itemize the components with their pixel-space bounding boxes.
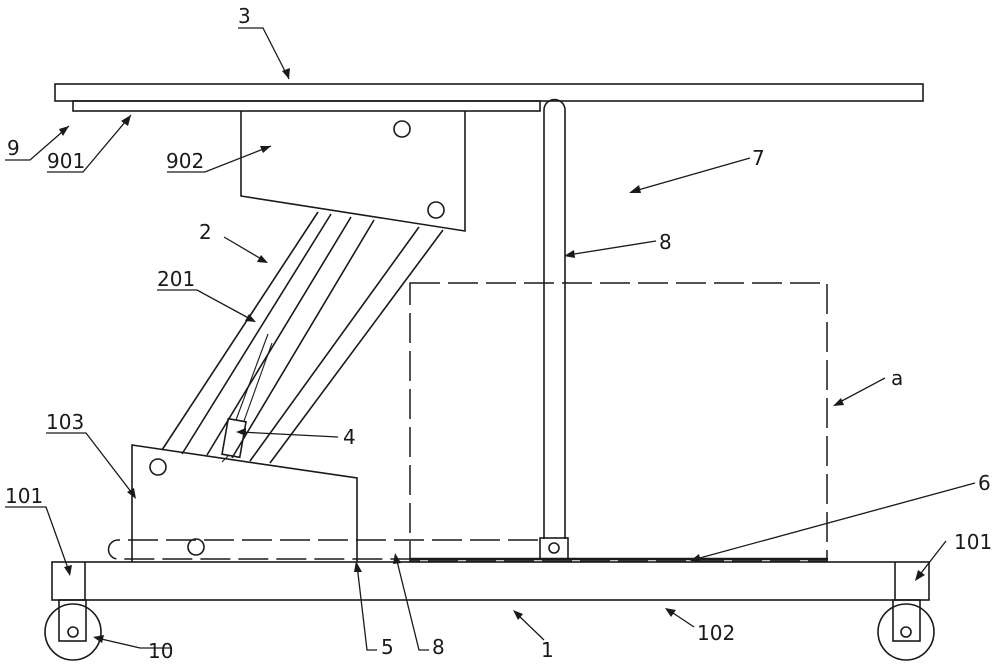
lower-bracket [131,444,358,562]
label-102: 102 [697,621,735,645]
label-6: 6 [978,471,991,495]
label-5: 5 [381,635,394,659]
lower-bracket-hole-2 [187,538,205,556]
upper-bracket-hole-1 [393,120,411,138]
label-3: 3 [238,4,251,28]
left-caster-wheel [44,599,102,661]
label-9: 9 [7,136,20,160]
rod-pivot-hole [548,542,560,554]
label-101-left: 101 [5,484,43,508]
table-top [54,83,924,102]
label-4: 4 [343,425,356,449]
upper-bracket-hole-2 [427,201,445,219]
dashed-envelope-a [409,282,828,562]
label-10: 10 [148,639,173,663]
leader-lines [5,27,976,651]
label-1: 1 [541,638,554,662]
label-101-right: 101 [954,530,992,554]
rod-pivot-block [539,537,569,560]
label-a: a [891,366,903,390]
upper-bracket [240,111,466,232]
label-901: 901 [47,149,85,173]
support-rod [543,98,566,539]
label-902: 902 [166,149,204,173]
lifting-arm [161,211,444,464]
label-2: 2 [199,220,212,244]
underside-plate [72,100,541,112]
label-7: 7 [752,146,765,170]
label-8-bottom: 8 [432,635,445,659]
right-caster-wheel [877,599,935,661]
label-103: 103 [46,410,84,434]
base-beam [51,561,930,601]
actuator [221,333,273,463]
label-201: 201 [157,267,195,291]
lower-bracket-hole-1 [149,458,167,476]
sliding-slot [107,539,538,560]
label-8-top: 8 [659,230,672,254]
